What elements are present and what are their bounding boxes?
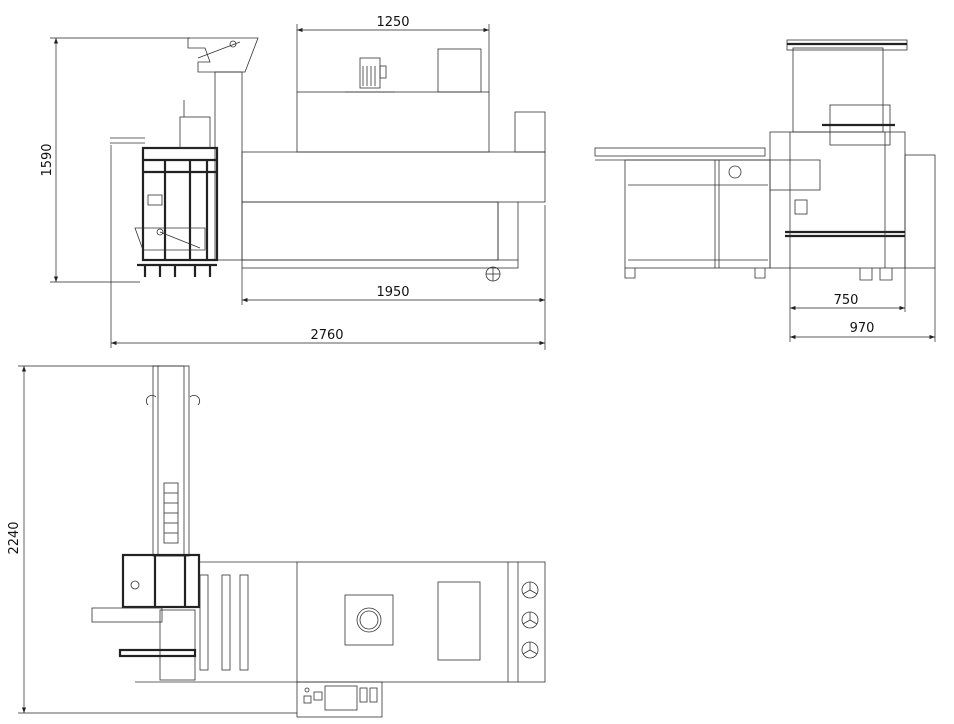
dimension-body-length: 1950 — [241, 205, 546, 350]
dimension-label: 750 — [834, 293, 859, 308]
dimension-total-depth: 2240 — [7, 365, 297, 714]
dimension-label: 2240 — [7, 521, 22, 554]
side-view: 750 970 — [594, 39, 936, 342]
top-view: 2240 — [7, 365, 546, 718]
sealing-unit — [110, 100, 219, 277]
infeed-conveyor — [594, 147, 771, 279]
dimension-height: 1590 — [40, 37, 190, 283]
tunnel-top — [296, 561, 546, 683]
dimension-total-width: 970 — [790, 268, 936, 342]
control-panel — [296, 681, 383, 718]
fan-icon — [521, 581, 539, 659]
dimension-label: 1950 — [376, 285, 409, 300]
machine-body — [769, 39, 936, 281]
dimension-label: 1590 — [40, 143, 55, 176]
dimension-total-length: 2760 — [110, 145, 545, 348]
dimension-frame-width: 750 — [789, 268, 906, 342]
sealing-unit-top — [91, 553, 297, 683]
motor-icon — [345, 57, 395, 93]
dimension-label: 2760 — [310, 328, 343, 343]
dimension-label: 1250 — [376, 15, 409, 30]
shrink-tunnel — [241, 48, 546, 282]
vertical-conveyor — [145, 365, 201, 557]
caster-wheel-icon — [485, 266, 501, 282]
front-view: 1250 1590 1950 2760 — [40, 15, 546, 350]
dimension-top-width: 1250 — [296, 15, 490, 92]
dimension-label: 970 — [850, 321, 875, 336]
film-column — [187, 37, 259, 261]
